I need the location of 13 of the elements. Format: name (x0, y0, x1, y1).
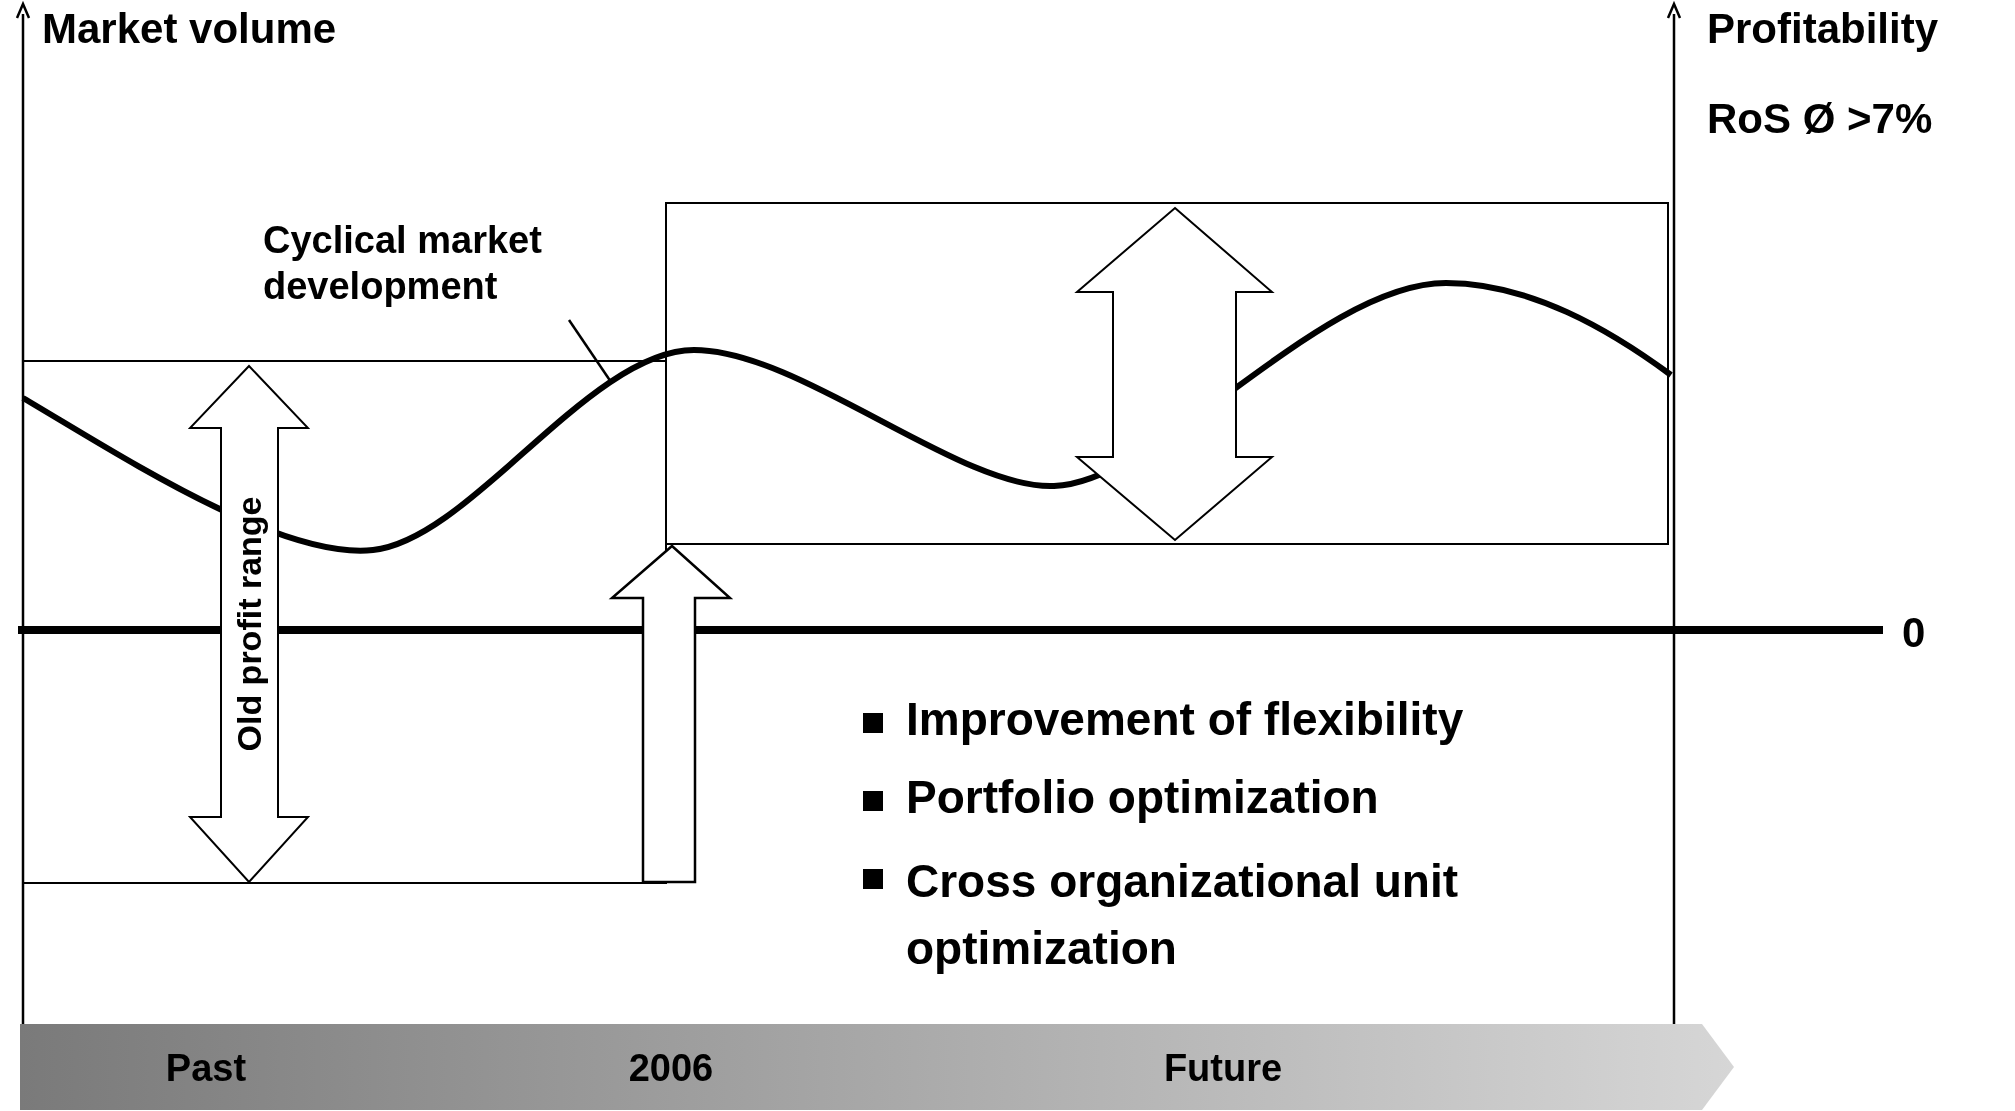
axis-note: RoS Ø >7% (1707, 94, 1933, 144)
axis-value: 0 (1902, 608, 1926, 658)
axis-title: Market volume (42, 4, 337, 54)
leader-line (567, 319, 613, 383)
bullet-text: Improvement of flexibility (906, 692, 1464, 747)
bullet-text: Portfolio optimization (906, 770, 1379, 825)
timeline-label: 2006 (627, 1046, 715, 1091)
curve-label: Cyclical market development (263, 218, 543, 309)
timeline-label: Future (1162, 1046, 1284, 1091)
range-label: Old profit range (228, 496, 269, 752)
axis-title: Profitability (1707, 4, 1939, 54)
bullet-text: Cross organizational unit optimization (906, 854, 1460, 976)
timeline-label: Past (164, 1046, 248, 1091)
